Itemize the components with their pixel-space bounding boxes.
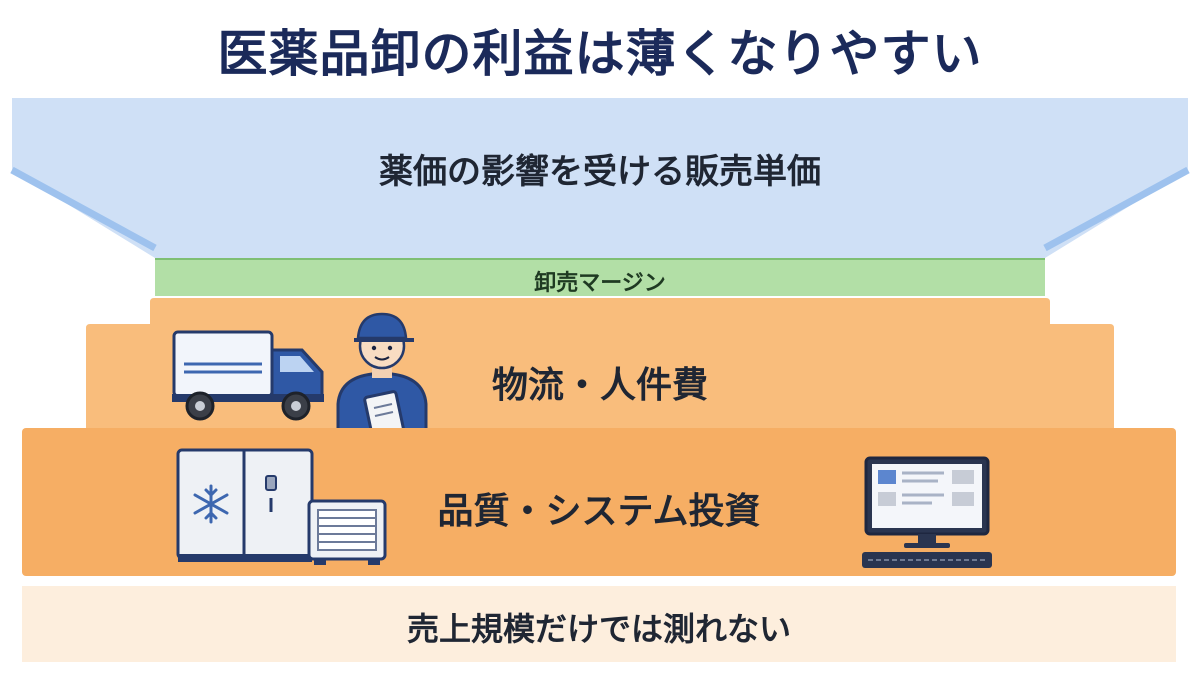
price-layer-label: 薬価の影響を受ける販売単価: [379, 152, 821, 192]
delivery-truck-icon: [172, 330, 324, 421]
scale-layer-label: 売上規模だけでは測れない: [406, 610, 791, 648]
scale-layer: 売上規模だけでは測れない: [22, 586, 1176, 662]
margin-layer: 卸売マージン: [155, 258, 1045, 296]
logistics-layer-label: 物流・人件費: [491, 365, 708, 406]
refrigerated-storage-icon: [176, 448, 314, 562]
investment-layer-label: 品質・システム投資: [437, 491, 761, 532]
air-conditioner-unit-icon: [307, 499, 387, 565]
page-title: 医薬品卸の利益は薄くなりやすい: [217, 25, 983, 83]
investment-layer: 品質・システム投資: [22, 428, 1176, 576]
logistics-layer: 物流・人件費: [86, 298, 1114, 436]
price-layer: 薬価の影響を受ける販売単価: [0, 98, 1200, 258]
computer-monitor-icon: [862, 456, 992, 568]
keyboard-icon: [862, 552, 992, 568]
margin-layer-label: 卸売マージン: [534, 271, 666, 296]
delivery-worker-icon: [336, 312, 428, 436]
snowflake-icon: [193, 484, 229, 524]
price-funnel-shape: [10, 98, 1190, 258]
